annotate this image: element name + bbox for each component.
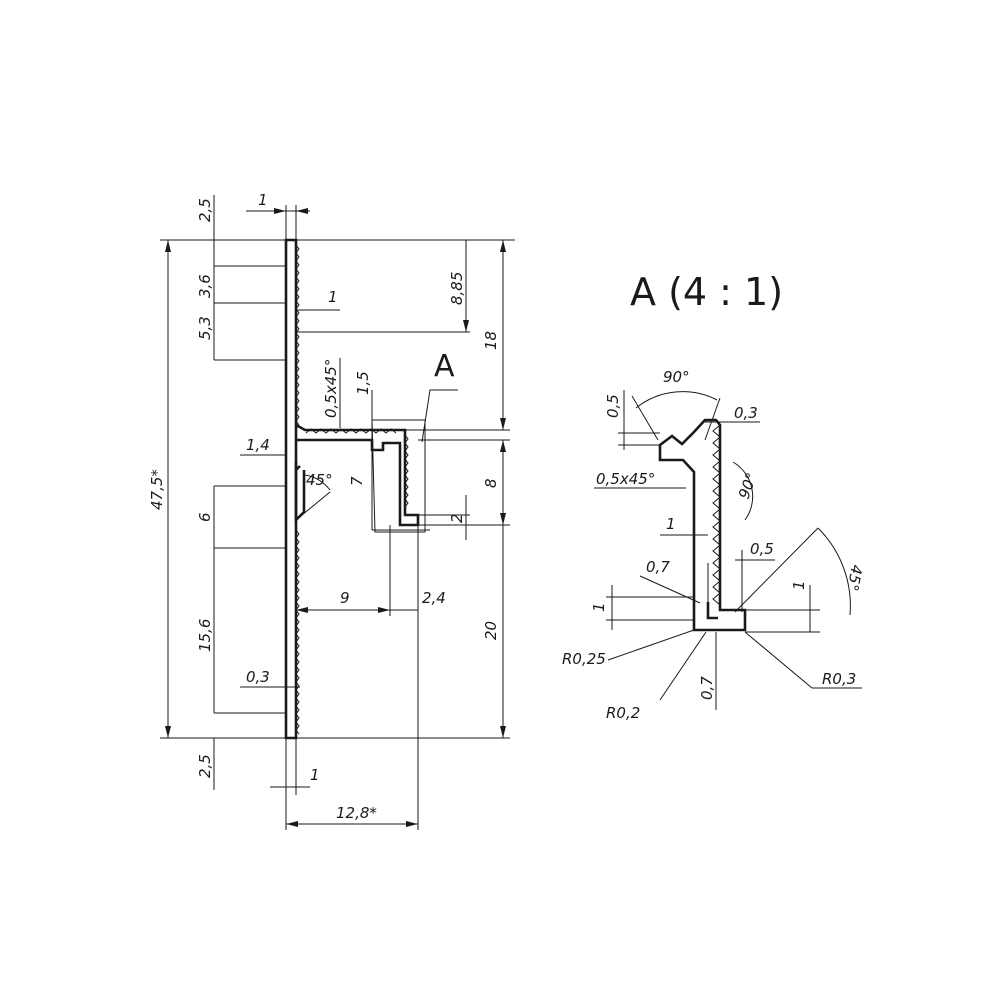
detail-radius-0-3: R0,3: [822, 670, 856, 688]
detail-radius-0-2: R0,2: [606, 704, 640, 722]
detail-angle-90-side: 90°: [735, 470, 761, 501]
dim-height-8-85: 8,85: [448, 272, 466, 305]
dim-height-8: 8: [482, 478, 500, 488]
dim-width-9: 9: [340, 589, 350, 607]
dim-pitch-3-6: 3,6: [196, 274, 214, 298]
detail-radius-0-7: 0,7: [646, 558, 670, 576]
dim-height-20: 20: [482, 621, 500, 640]
detail-height-0-5: 0,5: [604, 394, 622, 418]
dim-chamfer: 0,5x45°: [322, 359, 340, 418]
dim-span-6: 6: [196, 512, 214, 522]
detail-height-1-right: 1: [790, 580, 808, 590]
dim-offset-1-4: 1,4: [246, 436, 270, 454]
detail-thickness-0-7: 0,7: [698, 676, 716, 700]
detail-chamfer: 0,5x45°: [596, 470, 655, 488]
detail-dimension-lines: [594, 390, 862, 710]
detail-width-0-5: 0,5: [750, 540, 774, 558]
dim-bottom-offset: 2,5: [196, 754, 214, 778]
dim-angle-45: 45°: [306, 471, 333, 489]
dim-top-thickness: 1: [258, 191, 268, 209]
detail-dimension-labels: 90° 0,5 0,3 0,5x45° 90° 1 0,5 0,7 1 1 45…: [562, 368, 866, 722]
dim-height-2: 2: [448, 513, 466, 523]
detail-height-1-left: 1: [590, 602, 608, 612]
callout-letter: A: [434, 349, 455, 384]
dim-height-7: 7: [348, 476, 366, 486]
detail-title: A (4 : 1): [630, 270, 783, 314]
dim-pitch-5-3: 5,3: [196, 316, 214, 340]
dim-shelf-1-5: 1,5: [354, 371, 372, 395]
main-dimension-labels: 2,5 1 3,6 5,3 1 8,85 18 0,5x45° 1,5 1,4 …: [148, 191, 500, 822]
detail-angle-45: 45°: [843, 563, 865, 592]
detail-angle-90-top: 90°: [663, 368, 690, 386]
main-arrowheads: [165, 208, 506, 827]
dim-lip-1: 1: [328, 288, 338, 306]
dim-bottom-thickness: 1: [310, 766, 320, 784]
detail-width-1: 1: [666, 515, 676, 533]
dim-top-left-offset: 2,5: [196, 198, 214, 222]
dim-width-2-4: 2,4: [422, 589, 446, 607]
dim-span-15-6: 15,6: [196, 619, 214, 652]
detail-radius-0-25: R0,25: [562, 650, 606, 668]
detail-gap-0-3: 0,3: [734, 404, 758, 422]
main-profile: [284, 238, 420, 740]
dim-total-width: 12,8*: [336, 804, 377, 822]
dim-total-height: 47,5*: [148, 469, 166, 510]
dim-height-18: 18: [482, 331, 500, 350]
main-dimension-lines: [160, 195, 515, 830]
dim-tooth-0-3: 0,3: [246, 668, 270, 686]
